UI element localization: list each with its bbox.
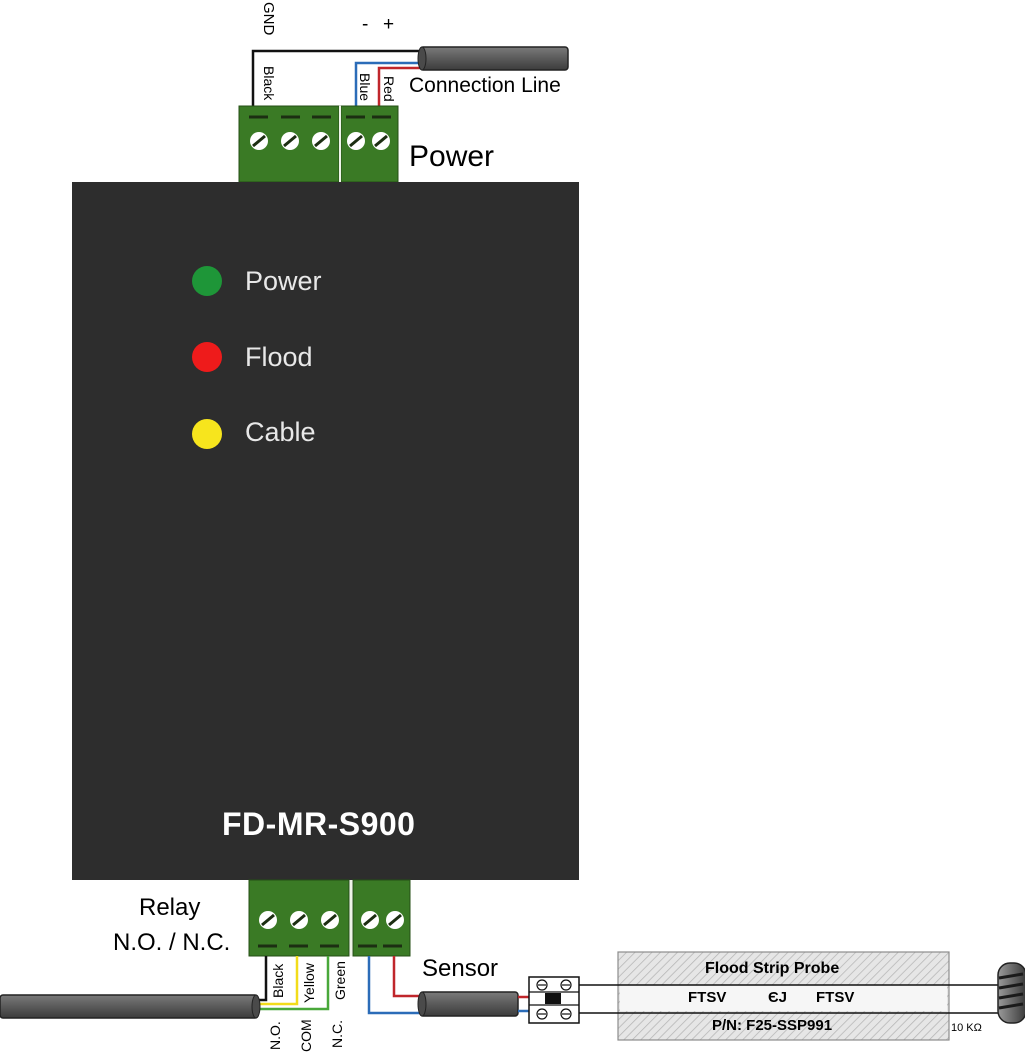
probe-part-number: P/N: F25-SSP991 xyxy=(712,1017,833,1034)
power-terminal-label: Power xyxy=(409,140,495,173)
probe-connector xyxy=(528,976,580,1024)
probe-wires xyxy=(579,984,1000,1014)
probe-logo: ЄJ xyxy=(768,989,788,1006)
probe-right-mark: FTSV xyxy=(816,989,855,1006)
gnd-label: GND xyxy=(260,2,277,36)
device-body xyxy=(72,182,579,880)
probe-left-mark: FTSV xyxy=(688,989,727,1006)
cable-led-label: Cable xyxy=(245,417,316,447)
relay-wire-black-label: Black xyxy=(270,963,286,998)
relay-label: Relay xyxy=(139,894,201,921)
sensor-cable xyxy=(417,991,530,1017)
connection-line-cable xyxy=(417,46,569,71)
black-wire-label: Black xyxy=(261,66,277,101)
minus-label: - xyxy=(362,14,369,35)
power-terminal-block xyxy=(238,105,399,183)
sensor-wires xyxy=(367,956,422,1015)
blue-wire-label: Blue xyxy=(357,73,373,102)
resistor xyxy=(997,962,1025,1024)
relay-sensor-terminal-block xyxy=(248,879,411,957)
cable-led xyxy=(192,419,222,449)
flood-led xyxy=(192,342,222,372)
relay-cable xyxy=(0,994,261,1019)
terminal-screws-top xyxy=(250,132,390,150)
pin-com-label: COM xyxy=(298,1019,314,1052)
model-number: FD-MR-S900 xyxy=(222,806,416,842)
flood-led-label: Flood xyxy=(245,342,313,372)
pin-nc-label: N.C. xyxy=(329,1020,345,1048)
red-wire-label: Red xyxy=(381,76,397,102)
plus-label: + xyxy=(383,14,395,35)
sensor-label: Sensor xyxy=(422,955,499,982)
power-wires xyxy=(251,49,424,106)
power-led-label: Power xyxy=(245,266,322,296)
pin-no-label: N.O. xyxy=(267,1021,283,1050)
resistor-value: 10 KΩ xyxy=(951,1022,982,1034)
power-led xyxy=(192,266,222,296)
probe-title: Flood Strip Probe xyxy=(705,960,840,977)
relay-wires xyxy=(258,956,330,1011)
relay-wire-green-label: Green xyxy=(332,961,348,1000)
flood-strip-probe xyxy=(617,951,950,1041)
relay-wire-yellow-label: Yellow xyxy=(301,963,317,1003)
connection-line-label: Connection Line xyxy=(409,74,561,97)
relay-mode-label: N.O. / N.C. xyxy=(113,929,231,956)
